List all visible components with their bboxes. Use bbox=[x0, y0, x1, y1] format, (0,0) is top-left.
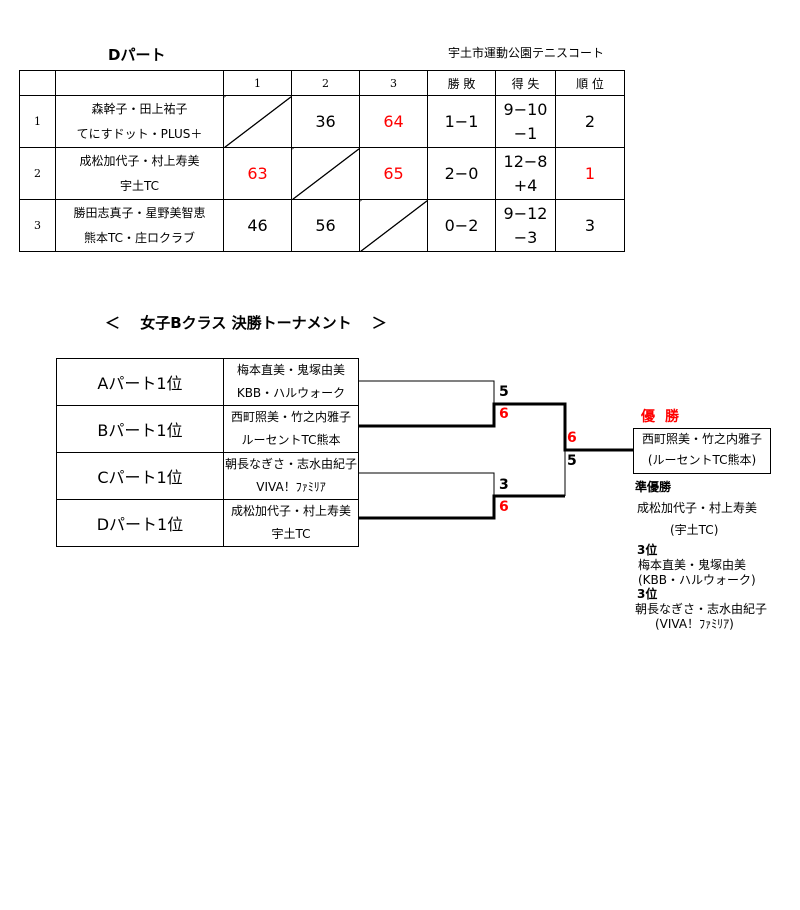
third-place-label: 3位 bbox=[637, 587, 658, 601]
third-place-names: 梅本直美・鬼塚由美 bbox=[638, 558, 747, 572]
rank-cell: 3 bbox=[555, 199, 625, 252]
games-diff: −3 bbox=[513, 227, 538, 247]
third-place-club: (VIVA！ﾌｧﾐﾘｱ) bbox=[655, 617, 734, 631]
sf2-score-top: 3 bbox=[499, 477, 509, 493]
round-robin-table: 1 2 3 勝 敗 得 失 順 位 1 森幹子・田上祐子 てにすドット・PLUS… bbox=[19, 70, 625, 252]
player-club: 熊本TC・庄ロクラブ bbox=[83, 230, 195, 245]
table-row: 2 成松加代子・村上寿美 宇土TC 63 65 2−0 12−8 +4 1 bbox=[19, 147, 625, 200]
header-games: 得 失 bbox=[495, 70, 556, 96]
bracket-line-d-win bbox=[358, 494, 565, 520]
bracket-line-a bbox=[358, 380, 495, 404]
entry-names: 西町照美・竹之内雅子 bbox=[230, 410, 351, 424]
entry-players: 成松加代子・村上寿美 宇土TC bbox=[223, 499, 359, 547]
player-names: 森幹子・田上祐子 bbox=[91, 101, 188, 116]
third-place-label: 3位 bbox=[637, 543, 658, 557]
player-names: 勝田志真子・星野美智恵 bbox=[73, 205, 206, 220]
bracket-entries-table: Aパート1位 梅本直美・鬼塚由美 KBB・ハルウォーク Bパート1位 西町照美・… bbox=[56, 358, 359, 547]
entry-players: 西町照美・竹之内雅子 ルーセントTC熊本 bbox=[223, 405, 359, 453]
player-names: 成松加代子・村上寿美 bbox=[79, 153, 200, 168]
entry-club: KBB・ハルウォーク bbox=[236, 386, 346, 400]
record-cell: 1−1 bbox=[427, 95, 496, 148]
player-club: 宇土TC bbox=[119, 178, 159, 193]
entry-names: 梅本直美・鬼塚由美 bbox=[236, 363, 345, 377]
seed-label: Cパート1位 bbox=[56, 452, 224, 500]
sf1-score-bottom: 6 bbox=[499, 406, 509, 422]
third-place-club: (KBB・ハルウォーク) bbox=[638, 573, 756, 587]
self-match-cell bbox=[359, 199, 428, 252]
row-number: 3 bbox=[19, 199, 56, 252]
runner-up-names: 成松加代子・村上寿美 bbox=[637, 501, 758, 515]
final-score-top: 6 bbox=[567, 430, 577, 446]
champion-names: 西町照美・竹之内雅子 bbox=[641, 432, 762, 446]
venue-label: 宇土市運動公園テニスコート bbox=[448, 46, 605, 60]
bracket-entry: Cパート1位 朝長なぎさ・志水由紀子 VIVA！ﾌｧﾐﾘｱ bbox=[56, 452, 359, 500]
bracket-entry: Bパート1位 西町照美・竹之内雅子 ルーセントTC熊本 bbox=[56, 405, 359, 453]
champion-label: 優勝 bbox=[641, 409, 689, 425]
games-value: 9−10 bbox=[503, 99, 548, 119]
final-score-bottom: 5 bbox=[567, 453, 577, 469]
games-cell: 9−12 −3 bbox=[495, 199, 556, 252]
sf1-score-top: 5 bbox=[499, 384, 509, 400]
bracket-line-b-win bbox=[358, 402, 633, 452]
self-match-cell bbox=[291, 147, 360, 200]
score-cell: 56 bbox=[291, 199, 360, 252]
player-cell: 勝田志真子・星野美智恵 熊本TC・庄ロクラブ bbox=[55, 199, 224, 252]
part-title: Dパート bbox=[108, 46, 166, 64]
sf2-score-bottom: 6 bbox=[499, 499, 509, 515]
rank-cell-first: 1 bbox=[555, 147, 625, 200]
header-record: 勝 敗 bbox=[427, 70, 496, 96]
champion-club: (ルーセントTC熊本) bbox=[647, 453, 757, 467]
score-cell: 46 bbox=[223, 199, 292, 252]
player-club: てにすドット・PLUS＋ bbox=[76, 126, 203, 141]
games-cell: 9−10 −1 bbox=[495, 95, 556, 148]
champion-box: 西町照美・竹之内雅子 (ルーセントTC熊本) bbox=[633, 428, 771, 474]
seed-label: Aパート1位 bbox=[56, 358, 224, 406]
score-cell-win: 65 bbox=[359, 147, 428, 200]
score-cell-win: 63 bbox=[223, 147, 292, 200]
games-diff: −1 bbox=[513, 123, 538, 143]
record-cell: 2−0 bbox=[427, 147, 496, 200]
record-cell: 0−2 bbox=[427, 199, 496, 252]
entry-names: 朝長なぎさ・志水由紀子 bbox=[224, 457, 357, 471]
entry-players: 梅本直美・鬼塚由美 KBB・ハルウォーク bbox=[223, 358, 359, 406]
runner-up-label: 準優勝 bbox=[635, 480, 672, 494]
entry-players: 朝長なぎさ・志水由紀子 VIVA！ﾌｧﾐﾘｱ bbox=[223, 452, 359, 500]
games-diff: +4 bbox=[513, 175, 538, 195]
games-value: 9−12 bbox=[503, 203, 548, 223]
entry-names: 成松加代子・村上寿美 bbox=[230, 504, 351, 518]
bracket-entry: Dパート1位 成松加代子・村上寿美 宇土TC bbox=[56, 499, 359, 547]
entry-club: 宇土TC bbox=[271, 527, 311, 541]
tournament-title: ＜ 女子Bクラス 決勝トーナメント ＞ bbox=[105, 314, 387, 332]
bracket-line-c bbox=[358, 472, 495, 496]
entry-club: VIVA！ﾌｧﾐﾘｱ bbox=[256, 480, 326, 494]
runner-up-club: (宇土TC) bbox=[670, 523, 719, 537]
games-value: 12−8 bbox=[503, 151, 548, 171]
rank-cell: 2 bbox=[555, 95, 625, 148]
table-row: 3 勝田志真子・星野美智恵 熊本TC・庄ロクラブ 46 56 0−2 9−12 … bbox=[19, 199, 625, 252]
third-place-names: 朝長なぎさ・志水由紀子 bbox=[635, 602, 768, 616]
player-cell: 成松加代子・村上寿美 宇土TC bbox=[55, 147, 224, 200]
bracket-entry: Aパート1位 梅本直美・鬼塚由美 KBB・ハルウォーク bbox=[56, 358, 359, 406]
entry-club: ルーセントTC熊本 bbox=[241, 433, 341, 447]
